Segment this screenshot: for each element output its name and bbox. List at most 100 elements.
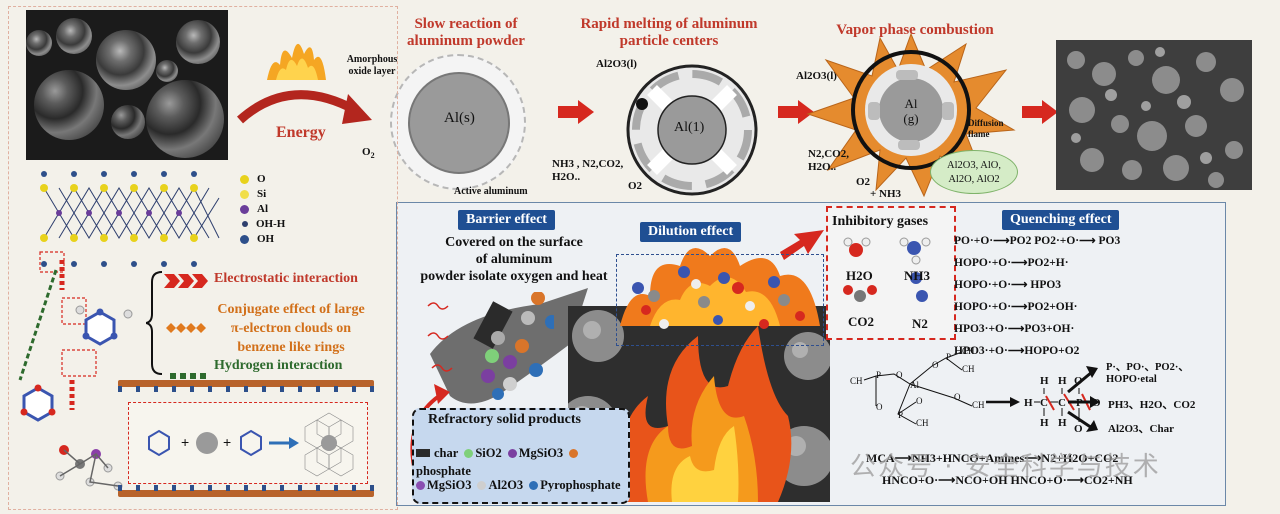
energy-arrow — [236, 90, 372, 124]
refractory-row-1: char SiO2 MgSiO3 phosphate — [416, 444, 626, 480]
heat-squiggles — [427, 302, 453, 372]
quench-eq-6: HPO3·+O·⟶HOPO+O2 — [954, 345, 1080, 357]
refractory-title: Refractory solid products — [428, 412, 581, 427]
mgsio3-label: MgSiO3 — [518, 446, 564, 460]
quench-eq-5: HPO3·+O·⟶PO3+OH· — [954, 323, 1075, 335]
flame-icon — [262, 30, 332, 84]
refractory-row-2: MgSiO3 Al2O3 Pyrophosphate — [416, 476, 626, 494]
gas-h2o: H2O — [846, 268, 873, 283]
quench-eq-1: PO·+O·⟶PO2 PO2·+O·⟶ PO3 — [954, 235, 1121, 247]
dilution-effect-tag: Dilution effect — [640, 222, 742, 242]
legend-oh-h: OH-H — [240, 217, 310, 232]
electrostatic-label: Electrostatic interaction — [214, 271, 358, 286]
stage1-title: Slow reaction of aluminum powder — [407, 16, 525, 49]
amorphous-label: Amorphous oxide layer — [346, 54, 398, 77]
svg-text:O: O — [1074, 423, 1083, 435]
al2o3-label-stage2: Al2O3(l) — [596, 58, 637, 70]
decomp-product-3: Al2O3、Char — [1108, 423, 1174, 435]
legend-o: O — [240, 172, 310, 187]
sio2-label: SiO2 — [475, 446, 502, 460]
al-g-label: Al(g) — [903, 96, 919, 126]
svg-text:O: O — [1074, 375, 1083, 387]
hydrogen-label: Hydrogen interaction — [214, 358, 343, 373]
quenching-equations: PO·+O·⟶PO2 PO2·+O·⟶ PO3 HOPO·+O·⟶PO2+H· … — [954, 234, 1218, 359]
aluminum-particle-stage1 — [382, 50, 538, 190]
svg-text:O: O — [896, 370, 903, 380]
oxide-products-bubble: Al2O3, AlO,Al2O, AlO2 — [930, 150, 1018, 194]
pyrophosphate-dot — [529, 480, 539, 490]
energy-label: Energy — [276, 124, 326, 141]
electrostatic-arrow — [164, 274, 212, 293]
gas-co2: CO2 — [848, 314, 874, 329]
hydrogen-arrow — [170, 366, 208, 384]
svg-text:CH: CH — [916, 418, 929, 428]
intercalation-box: + + — [128, 402, 368, 484]
atom-legend: O Si Al OH-H OH — [240, 172, 310, 247]
o2-label-stage2: O2 — [628, 180, 643, 192]
stage2-title: Rapid melting of aluminum particle cente… — [580, 16, 758, 49]
legend-oh-h-dot — [242, 221, 248, 228]
svg-text:H: H — [1040, 417, 1049, 429]
nh3-label-stage3: + NH3 — [870, 188, 902, 200]
svg-text:+: + — [181, 434, 189, 450]
melamine-molecule-chain — [18, 251, 133, 491]
layer-ticks-top — [118, 386, 374, 392]
quench-eq-2: HOPO·+O·⟶PO2+H· — [954, 257, 1069, 269]
al2o3-dot — [477, 480, 487, 490]
sem-image-combustion-residue — [1056, 40, 1252, 190]
dilution-gas-box — [616, 254, 824, 346]
active-aluminum-label: Active aluminum — [454, 186, 528, 197]
svg-text:H: H — [1040, 375, 1049, 387]
conjugate-arrow — [166, 320, 206, 338]
svg-text:CH: CH — [972, 400, 985, 410]
svg-text:O: O — [954, 392, 961, 402]
char-swatch — [416, 449, 430, 458]
layer-ticks-bottom — [118, 485, 374, 491]
refractory-particles — [474, 291, 559, 402]
decomp-product-2: PH3、H2O、CO2 — [1108, 399, 1196, 411]
sem-image-raw-aluminum — [26, 10, 228, 160]
legend-al: Al — [240, 202, 310, 217]
inhibitory-molecule-icons — [843, 237, 931, 302]
legend-oh: OH — [240, 232, 310, 247]
o2-label-stage3: O2 — [856, 176, 871, 188]
svg-text:P: P — [876, 370, 881, 380]
stage3-title: Vapor phase combustion — [836, 22, 994, 38]
al2o3-label-stage3: Al2O3(l) — [796, 70, 837, 82]
svg-text:CH: CH — [962, 364, 975, 374]
gases-label-stage2: NH3 , N2,CO2, H2O.. — [552, 158, 624, 183]
refractory-products-box — [412, 408, 630, 504]
phosphate-dot — [569, 448, 579, 458]
svg-text:O: O — [932, 360, 939, 370]
o2-label-stage1: O2 — [362, 146, 375, 161]
mca-equation: MCA⟶NH3+HNCO+Amines⟶N2+H2O+CO2 — [866, 451, 1119, 465]
legend-si: Si — [240, 187, 310, 202]
interaction-bracket — [146, 271, 163, 375]
char-label: char — [434, 446, 459, 460]
decomp-product-1: P·、PO·、PO2·、HOPO·etal — [1106, 362, 1189, 385]
svg-text:O: O — [876, 402, 883, 412]
gases-label-stage3: N2,CO2, H2O.. — [808, 148, 849, 173]
al-s-label: Al(s) — [444, 110, 475, 126]
al-l-label: Al(1) — [674, 120, 705, 135]
sio2-dot — [464, 448, 474, 458]
legend-si-dot — [240, 189, 249, 199]
pyrophosphate-label: Pyrophosphate — [540, 478, 621, 492]
watermark: 公众号 · 安全科学与技术 — [850, 452, 1161, 482]
legend-oh-dot — [240, 234, 249, 244]
inhibitory-gases-box — [826, 206, 956, 340]
silicate-layer-top — [118, 380, 374, 387]
process-arrow-3 — [1022, 100, 1058, 129]
silicate-layer-bottom — [118, 490, 374, 497]
inhibitory-gases-title: Inhibitory gases — [832, 214, 929, 229]
product-arrows — [1067, 366, 1100, 432]
quench-eq-4: HOPO·+O·⟶PO2+OH· — [954, 301, 1078, 313]
quench-eq-3: HOPO·+O·⟶ HPO3 — [954, 279, 1062, 291]
svg-text:O: O — [916, 396, 923, 406]
quenching-effect-tag: Quenching effect — [1002, 210, 1120, 230]
diffusion-flame-label: Diffusion flame — [968, 118, 1004, 139]
flame-upper — [610, 236, 830, 326]
